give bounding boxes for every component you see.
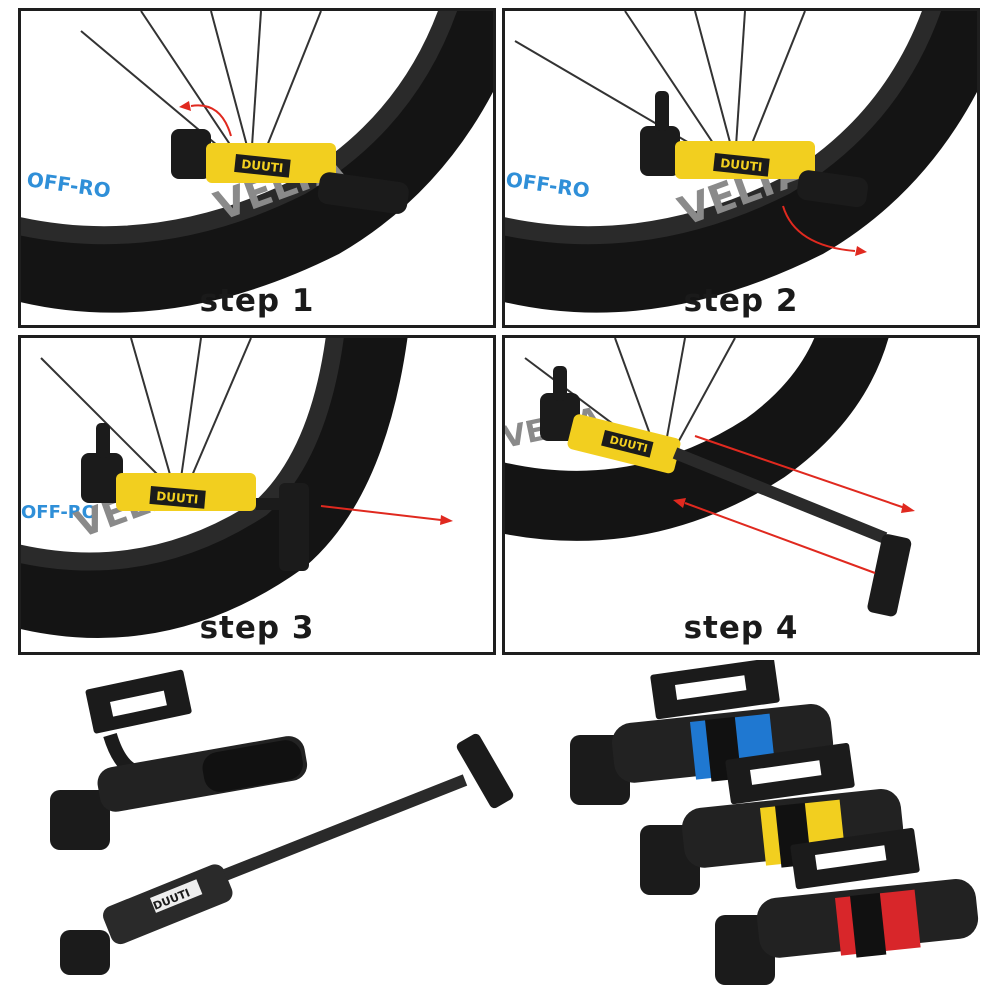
step-label: step 2 — [683, 283, 799, 319]
pump-closed — [50, 736, 308, 850]
rim-text: OFF-RO — [25, 167, 112, 203]
brand-label: DUUTI — [720, 156, 763, 174]
rim-text: OFF-RO — [505, 167, 591, 203]
step-label: step 4 — [683, 610, 799, 646]
brand-label: DUUTI — [156, 489, 199, 507]
pump-extended: DUUTI — [60, 733, 514, 975]
step-4-photo: VELTA DUUTI — [505, 338, 915, 617]
step-1-photo: OFF-RO VELTA DUUTI — [21, 11, 493, 313]
rim-text: OFF-RO — [21, 502, 97, 523]
step-label: step 3 — [199, 610, 315, 646]
product-photos: DUUTI — [50, 660, 979, 985]
step-3-panel: OFF-RO VELTA DUUTI step 3 — [18, 335, 496, 655]
step-3-photo: OFF-RO VELTA DUUTI — [21, 338, 453, 638]
step-4-panel: VELTA DUUTI step 4 — [502, 335, 980, 655]
step-2-panel: OFF-RO VELTA DUUTI step 2 — [502, 8, 980, 328]
brand-label: DUUTI — [241, 157, 284, 175]
step-1-panel: OFF-RO VELTA DUUTI step 1 — [18, 8, 496, 328]
step-2-photo: OFF-RO VELTA DUUTI — [505, 11, 977, 313]
pump-variant-red — [715, 827, 979, 985]
step-label: step 1 — [199, 283, 315, 319]
